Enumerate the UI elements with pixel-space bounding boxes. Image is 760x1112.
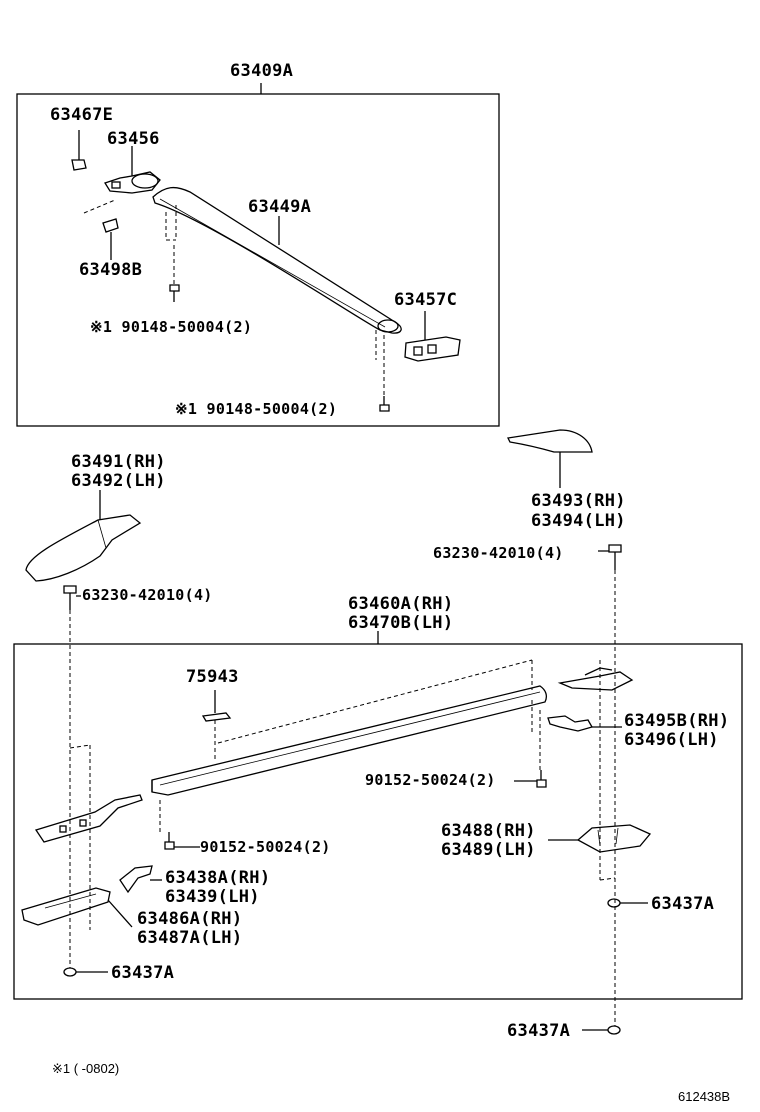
- label-63449A: 63449A: [248, 197, 312, 217]
- label-bolt-90148-a: ※1 90148-50004(2): [90, 318, 253, 336]
- clip-63467E: [71, 159, 87, 171]
- cover-63491: [25, 514, 142, 582]
- label-63495B: 63495B(RH): [624, 711, 730, 731]
- label-63492: 63492(LH): [71, 471, 166, 491]
- screw-right: [598, 544, 622, 570]
- label-63438A: 63438A(RH): [165, 868, 271, 888]
- bracket-63495B: [547, 715, 593, 732]
- label-screw-left: 63230-42010(4): [82, 586, 213, 604]
- diagram-id: 612438B: [678, 1089, 731, 1104]
- label-63494: 63494(LH): [531, 511, 626, 531]
- label-63489: 63489(LH): [441, 840, 536, 860]
- label-63437A-right-outer: 63437A: [507, 1021, 571, 1041]
- washer-right-out: [607, 1025, 621, 1035]
- label-63457C: 63457C: [394, 290, 458, 310]
- label-63439: 63439(LH): [165, 887, 260, 907]
- label-63496: 63496(LH): [624, 730, 719, 750]
- bolt-lower-right: [536, 770, 547, 788]
- label-63437A-right-inner: 63437A: [651, 894, 715, 914]
- label-75943: 75943: [186, 667, 239, 687]
- label-63467E: 63467E: [50, 105, 114, 125]
- lower-assembly-box: [13, 643, 743, 1000]
- label-63487A: 63487A(LH): [137, 928, 243, 948]
- label-screw-right: 63230-42010(4): [433, 544, 564, 562]
- bracket-left-upper: [34, 794, 143, 843]
- clip-63438A: [119, 865, 153, 894]
- footnote: ※1 ( -0802): [52, 1061, 120, 1076]
- rail-63460A: [151, 685, 547, 796]
- upper-assembly-box: [16, 93, 500, 427]
- bolt-upper-right: [379, 396, 390, 412]
- label-63493: 63493(RH): [531, 491, 626, 511]
- bolt-upper-left: [169, 284, 180, 302]
- endcap-63456: [104, 171, 161, 194]
- label-63437A-left: 63437A: [111, 963, 175, 983]
- screw-left: [63, 585, 81, 610]
- washer-left: [63, 967, 77, 977]
- washer-right-in: [607, 898, 621, 908]
- pin-63498B: [102, 218, 119, 233]
- label-bolt-90152-left: 90152-50024(2): [200, 838, 331, 856]
- label-63488: 63488(RH): [441, 821, 536, 841]
- label-63456: 63456: [107, 129, 160, 149]
- label-63409A: 63409A: [230, 61, 294, 81]
- label-63491: 63491(RH): [71, 452, 166, 472]
- label-bolt-90148-b: ※1 90148-50004(2): [175, 400, 338, 418]
- pad-75943: [201, 712, 232, 722]
- bracket-right-upper: [557, 671, 634, 691]
- base-63486A: [21, 887, 111, 926]
- rail-63449A: [152, 186, 402, 334]
- cover-63493: [507, 429, 593, 453]
- bracket-63457C: [404, 336, 461, 362]
- label-63486A: 63486A(RH): [137, 909, 243, 929]
- label-63460A: 63460A(RH): [348, 594, 454, 614]
- bolt-lower-left: [164, 832, 175, 850]
- base-63488: [576, 824, 652, 853]
- label-63470B: 63470B(LH): [348, 613, 454, 633]
- label-bolt-90152-right: 90152-50024(2): [365, 771, 496, 789]
- label-63498B: 63498B: [79, 260, 143, 280]
